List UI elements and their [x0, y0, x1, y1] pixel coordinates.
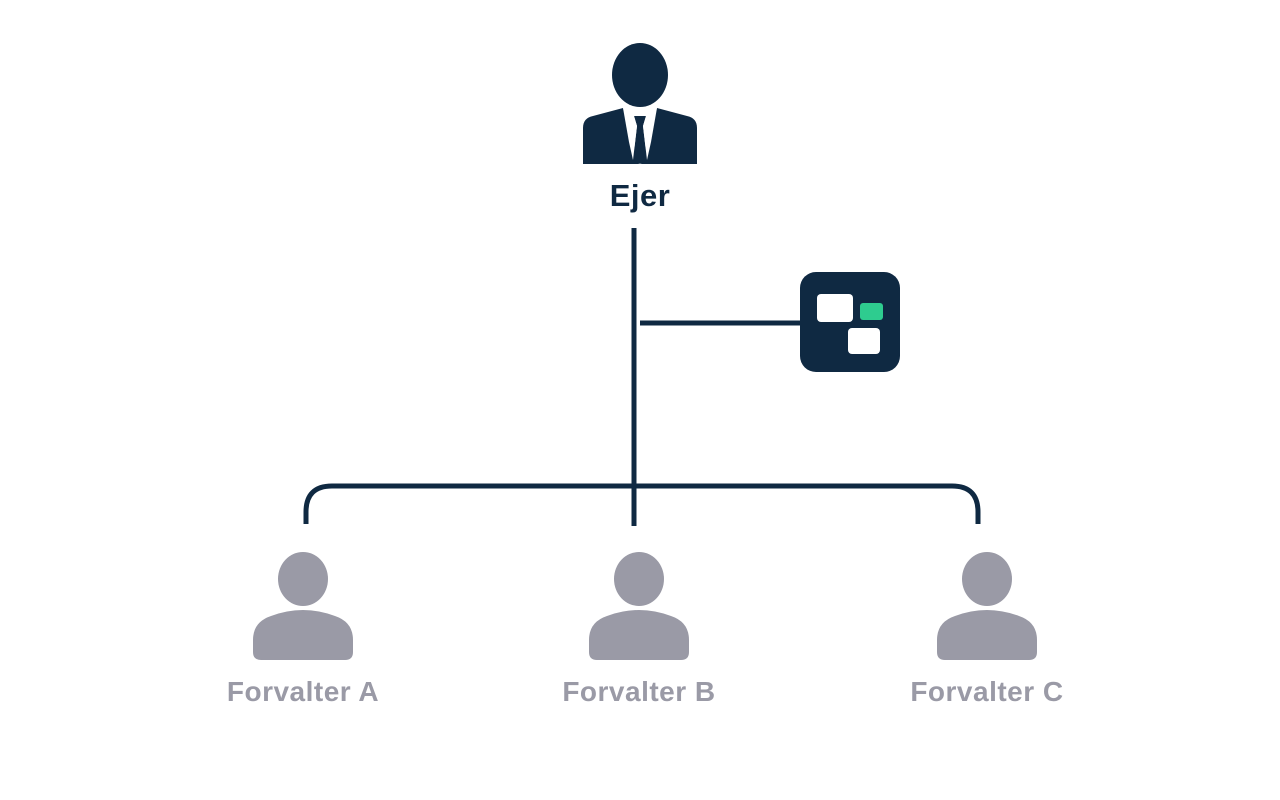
manager-node-b: Forvalter B	[509, 552, 769, 708]
manager-bracket-line	[303, 483, 981, 524]
person-icon	[937, 552, 1037, 660]
owner-node: Ejer	[540, 42, 740, 214]
person-icon	[589, 552, 689, 660]
manager-node-c: Forvalter C	[857, 552, 1117, 708]
manager-node-a: Forvalter A	[173, 552, 433, 708]
manager-label-a: Forvalter A	[226, 676, 380, 707]
owner-label: Ejer	[609, 178, 671, 213]
person-icon	[253, 552, 353, 660]
manager-label-b: Forvalter B	[562, 676, 716, 707]
businessman-icon	[583, 43, 697, 164]
manager-label-c: Forvalter C	[910, 676, 1064, 707]
app-logo-icon	[800, 272, 900, 372]
